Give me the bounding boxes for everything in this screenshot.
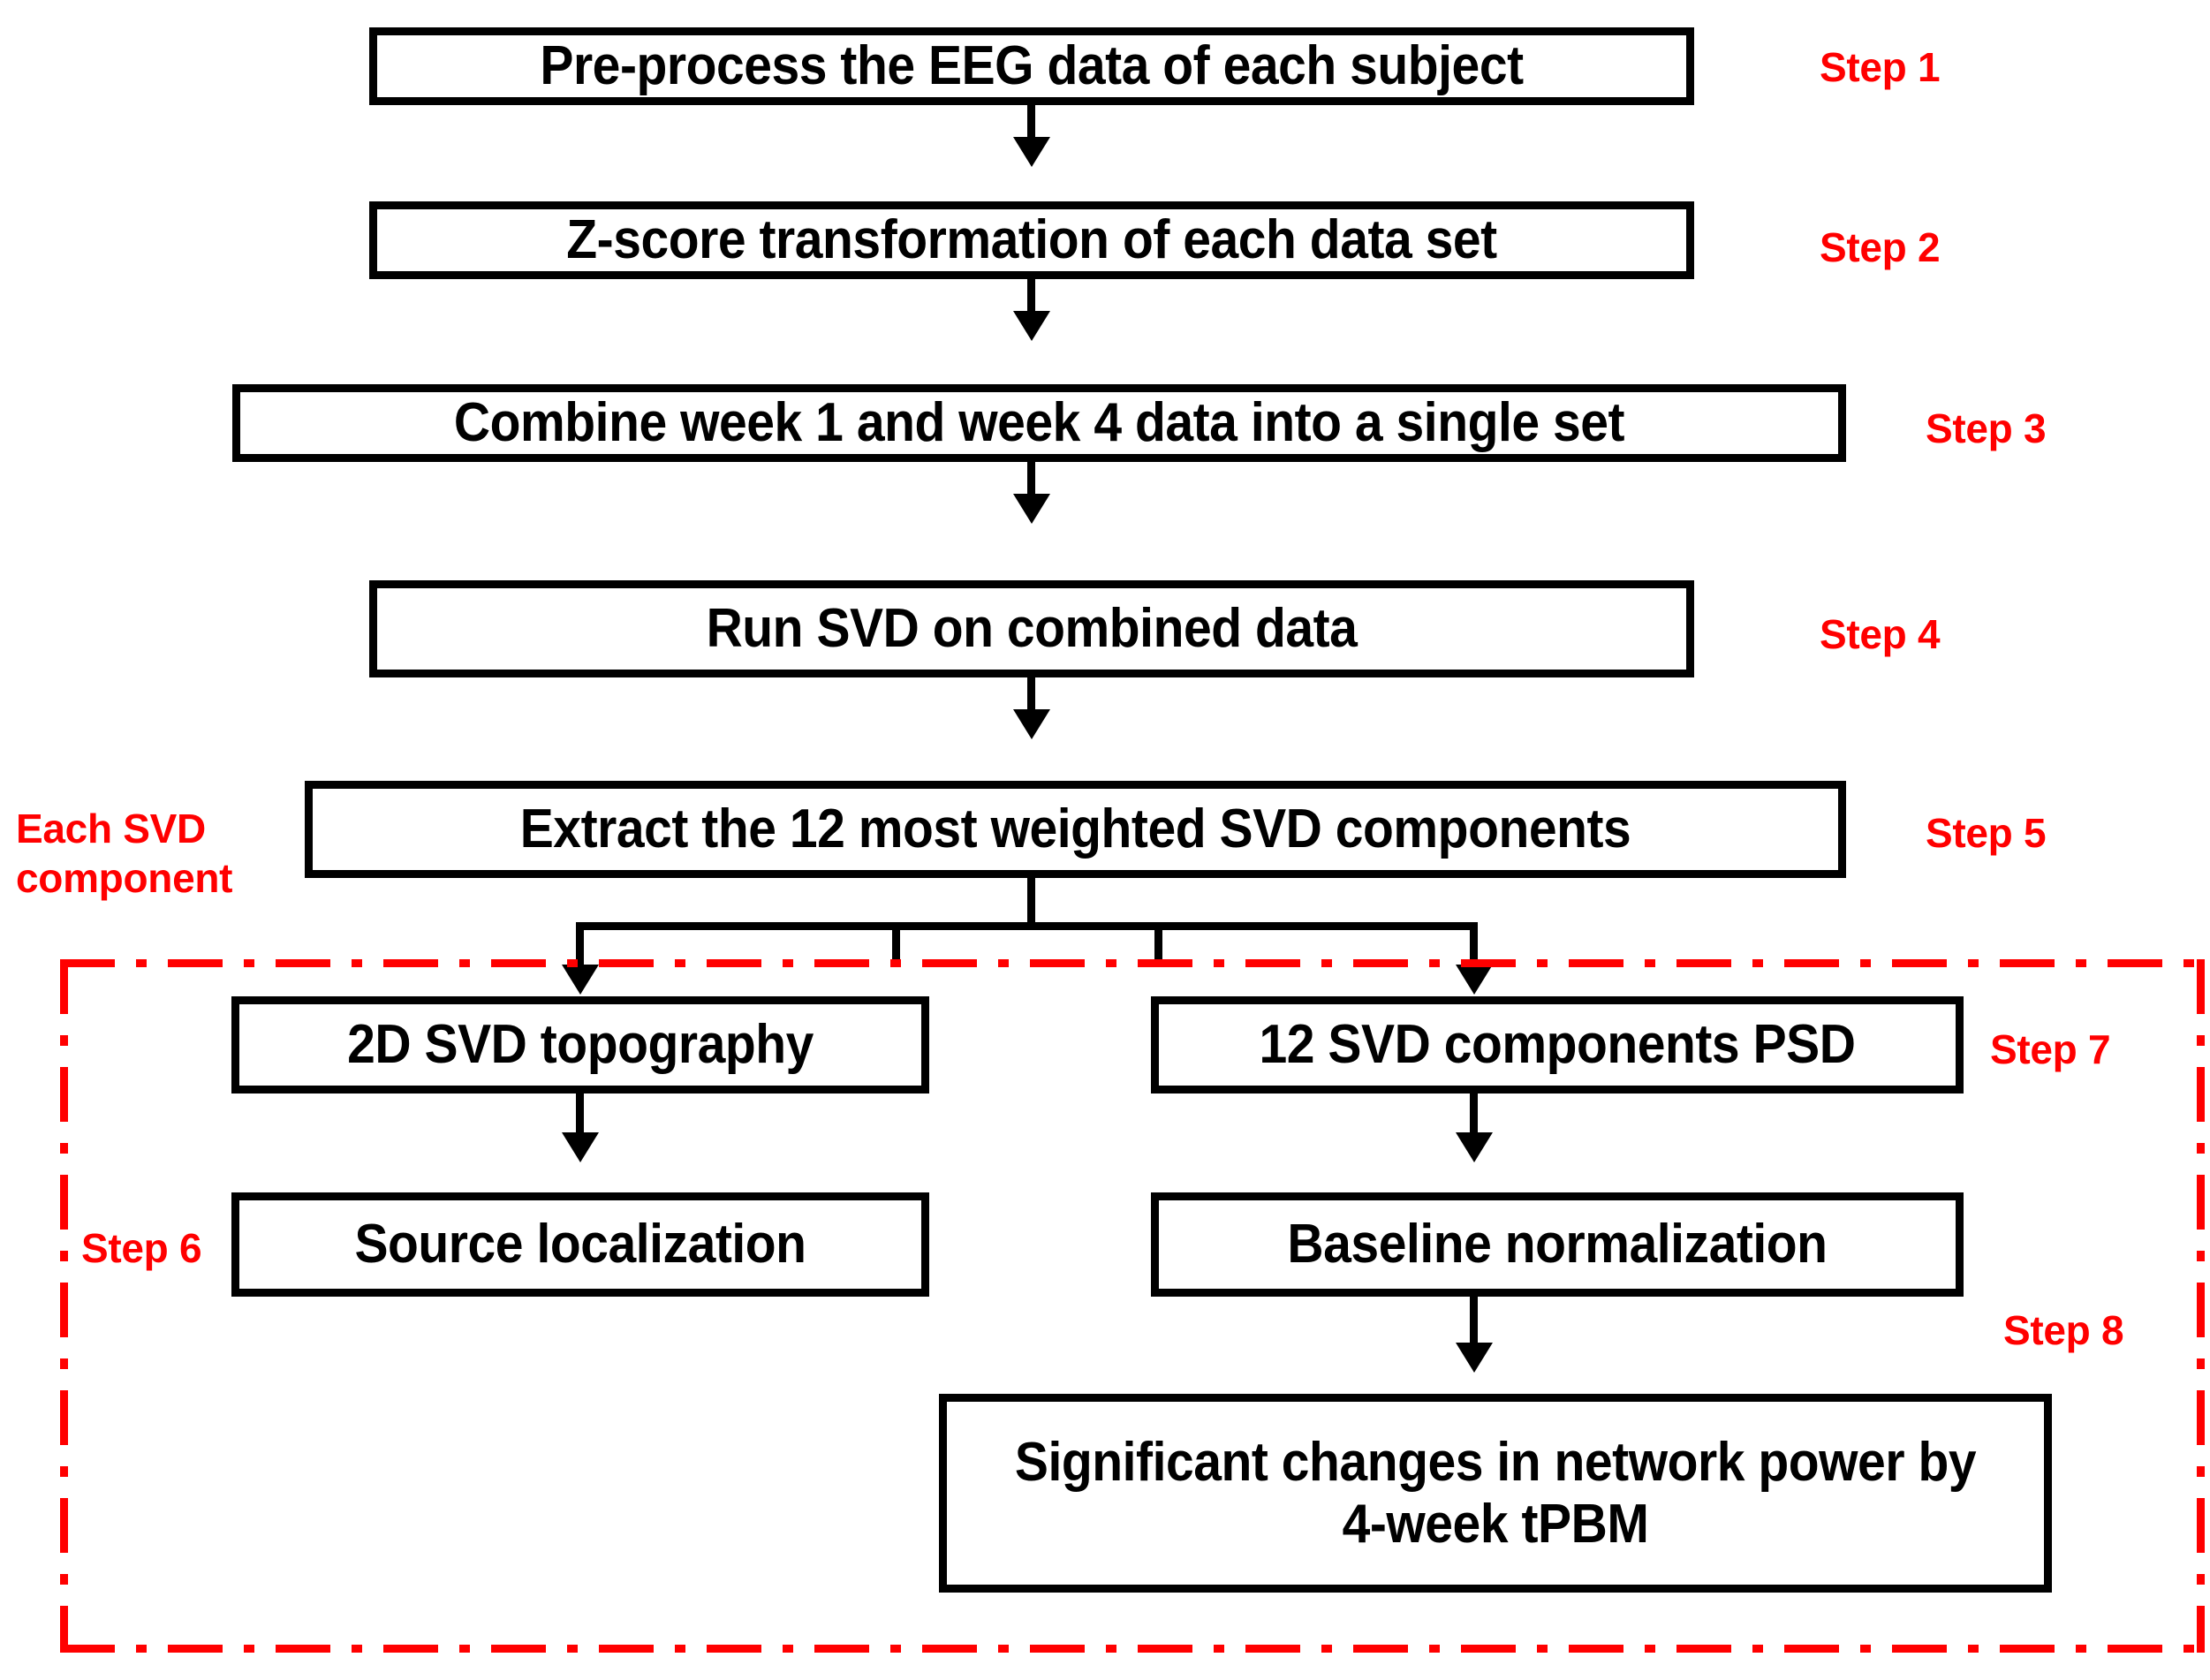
step2-box-label: Z-score transformation of each data set (566, 209, 1497, 271)
arrowhead-baseline-result (1456, 1343, 1493, 1373)
connector-branch-horizontal (892, 922, 1162, 930)
connector-branch-right-run (1154, 922, 1478, 930)
psd-box-label: 12 SVD components PSD (1259, 1014, 1856, 1076)
step-1-label: Step 1 (1820, 44, 1941, 90)
psd-box: 12 SVD components PSD (1151, 996, 1964, 1094)
topography-box: 2D SVD topography (231, 996, 929, 1094)
connector-branch-right-drop (1470, 922, 1478, 968)
dashdot-region-bottom-edge (60, 1645, 2205, 1653)
step-6-label: Step 6 (81, 1225, 202, 1271)
step2-box: Z-score transformation of each data set (369, 201, 1694, 279)
arrowhead-4-5 (1013, 709, 1050, 739)
result-box: Significant changes in network power by … (939, 1394, 2052, 1593)
arrowhead-3-4 (1013, 494, 1050, 524)
source-localization-box: Source localization (231, 1192, 929, 1297)
result-box-label: Significant changes in network power by … (1014, 1432, 1977, 1555)
arrowhead-branch-left (562, 965, 599, 995)
arrowhead-2-3 (1013, 311, 1050, 341)
dashdot-region-right-edge (2197, 959, 2205, 1653)
connector-5-branch-stem (1027, 878, 1035, 927)
step3-box: Combine week 1 and week 4 data into a si… (232, 384, 1846, 462)
connector-1-2 (1027, 105, 1035, 144)
dashdot-region-top-edge (60, 959, 2205, 967)
step-5-label: Step 5 (1926, 810, 2047, 856)
connector-branch-left-drop (576, 922, 584, 968)
connector-2-3 (1027, 279, 1035, 318)
arrowhead-topography-source (562, 1132, 599, 1162)
step5-box: Extract the 12 most weighted SVD compone… (305, 781, 1846, 878)
connector-topography-source (576, 1094, 584, 1139)
step1-box-label: Pre-process the EEG data of each subject (540, 35, 1524, 97)
arrowhead-1-2 (1013, 137, 1050, 167)
source-localization-box-label: Source localization (354, 1214, 806, 1275)
connector-branch-left (892, 922, 900, 959)
connector-baseline-result (1470, 1297, 1478, 1348)
baseline-box-label: Baseline normalization (1287, 1214, 1828, 1275)
topography-box-label: 2D SVD topography (347, 1014, 814, 1076)
connector-4-5 (1027, 677, 1035, 716)
connector-psd-baseline (1470, 1094, 1478, 1139)
step-3-label: Step 3 (1926, 405, 2047, 451)
baseline-box: Baseline normalization (1151, 1192, 1964, 1297)
step-2-label: Step 2 (1820, 224, 1941, 270)
arrowhead-branch-right (1456, 965, 1493, 995)
each-svd-component-label: Each SVD component (16, 806, 233, 902)
step1-box: Pre-process the EEG data of each subject (369, 27, 1694, 105)
step4-box: Run SVD on combined data (369, 580, 1694, 677)
connector-3-4 (1027, 462, 1035, 501)
step3-box-label: Combine week 1 and week 4 data into a si… (453, 392, 1625, 454)
step-4-label: Step 4 (1820, 611, 1941, 657)
connector-branch-right (1154, 922, 1162, 959)
connector-branch-left-run (576, 922, 899, 930)
step4-box-label: Run SVD on combined data (706, 598, 1358, 660)
step-7-label: Step 7 (1990, 1026, 2111, 1072)
arrowhead-psd-baseline (1456, 1132, 1493, 1162)
step5-box-label: Extract the 12 most weighted SVD compone… (519, 798, 1631, 860)
dashdot-region-left-edge (60, 959, 68, 1653)
step-8-label: Step 8 (2003, 1307, 2124, 1353)
